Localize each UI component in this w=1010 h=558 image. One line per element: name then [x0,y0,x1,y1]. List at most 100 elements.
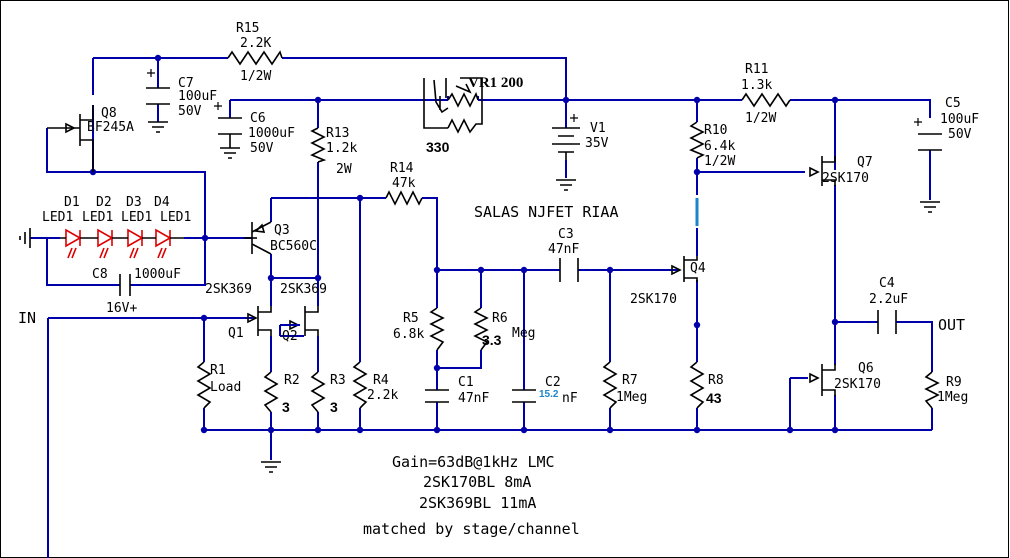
note-gain: Gain=63dB@1kHz LMC [392,453,555,471]
r6-value: 3.3 [482,332,502,348]
jfet-q2 [279,306,319,336]
led-string [60,228,184,259]
c6-value: 1000uF [248,126,295,141]
note-2sk369: 2SK369BL 11mA [419,494,536,512]
c4-name: C4 [879,276,895,291]
c1-name: C1 [458,375,474,390]
c7-name: C7 [178,76,194,91]
led-d3: D3 [126,195,142,210]
r3-value: 3 [330,399,338,415]
note-2sk170: 2SK170BL 8mA [423,473,531,491]
resistor-r7 [602,361,618,409]
r11-extra: 1/2W [745,111,776,126]
r9-name: R9 [946,375,962,390]
resistor-r8 [689,361,705,409]
q3-name: Q3 [274,223,290,238]
q6-name: Q6 [858,361,874,376]
c3-name: C3 [558,227,574,242]
ground-symbols [19,121,940,473]
q6-value: 2SK170 [834,377,881,392]
led-value-4: LED1 [160,210,191,225]
c2-name: C2 [545,375,561,390]
c8-value: 1000uF [134,267,181,282]
r4-name: R4 [373,373,389,388]
r5-value: 6.8k [393,327,424,342]
r10-name: R10 [704,123,727,138]
c4-value: 2.2uF [869,292,908,307]
r10-extra: 1/2W [704,154,735,169]
r1-name: R1 [210,363,226,378]
c7-extra: 50V [178,104,202,119]
q1-value: 2SK369 [205,282,252,297]
r9-value: 1Meg [937,390,968,405]
q3-value: BC560C [270,239,317,254]
q8-name: Q8 [101,106,117,121]
jfet-q8 [47,105,94,172]
r1-value: Load [210,380,241,395]
q8-value: BF245A [87,120,134,135]
c1-value: 47nF [458,391,489,406]
jfet-q4 [671,256,698,282]
resistor-r5 [429,307,445,351]
c8-extra: 16V+ [106,301,137,316]
r3-name: R3 [330,373,346,388]
potentiometer-vr1 [423,77,483,134]
r13-value: 1.2k [326,141,357,156]
resistor-r10 [689,121,705,159]
capacitor-c2 [512,389,536,403]
c3-value: 47nF [548,242,579,257]
q2-name: Q2 [282,329,298,344]
labels: R15 2.2K 1/2W C7 100uF 50V Q8 BF245A C6 … [18,21,979,538]
q4-name: Q4 [690,261,706,276]
resistor-r9 [924,371,940,409]
resistor-r2 [263,371,279,413]
r13-name: R13 [326,126,349,141]
jfet-q1 [247,306,272,336]
led-value-1: LED1 [42,210,73,225]
battery-v1 [552,114,580,160]
jfet-q7 [809,156,836,186]
capacitor-c7 [146,69,170,105]
v1-value: 35V [585,136,609,151]
capacitor-c4 [877,310,897,334]
r6-name: R6 [492,311,508,326]
bjt-q3 [244,221,272,255]
r2-value: 3 [282,399,290,415]
c7-value: 100uF [178,89,217,104]
vr1-label: VR1 200 [468,75,523,91]
resistor-r11 [741,92,791,108]
led-d4: D4 [154,195,170,210]
r2-name: R2 [284,373,300,388]
q4-value: 2SK170 [630,292,677,307]
r6-unit: Meg [512,326,535,341]
r14-name: R14 [390,161,414,176]
schematic-title: SALAS NJFET RIAA [474,203,619,221]
r10-value: 6.4k [704,139,735,154]
vr1-note: 330 [426,139,450,155]
led-d2: D2 [96,195,112,210]
r7-name: R7 [622,373,638,388]
capacitor-c5 [914,118,942,151]
r15-value: 2.2K [240,36,271,51]
c5-extra: 50V [948,127,972,142]
r8-value: 43 [706,390,722,406]
junction-dots [89,54,839,434]
resistor-r4 [352,361,368,409]
output-label: OUT [938,316,965,334]
jfet-q6 [809,364,836,396]
v1-name: V1 [590,121,606,136]
r15-extra: 1/2W [240,69,271,84]
capacitor-c8 [119,274,131,296]
resistor-r3 [310,371,326,413]
capacitor-c6 [214,102,242,148]
resistor-r14 [385,190,423,206]
r8-name: R8 [708,373,724,388]
led-value-3: LED1 [121,210,152,225]
q2-value: 2SK369 [280,282,327,297]
c2-value: 15.2 [539,389,559,400]
r15-name: R15 [236,21,259,36]
q1-name: Q1 [228,326,244,341]
capacitor-c1 [425,389,449,403]
r11-value: 1.3k [741,78,772,93]
